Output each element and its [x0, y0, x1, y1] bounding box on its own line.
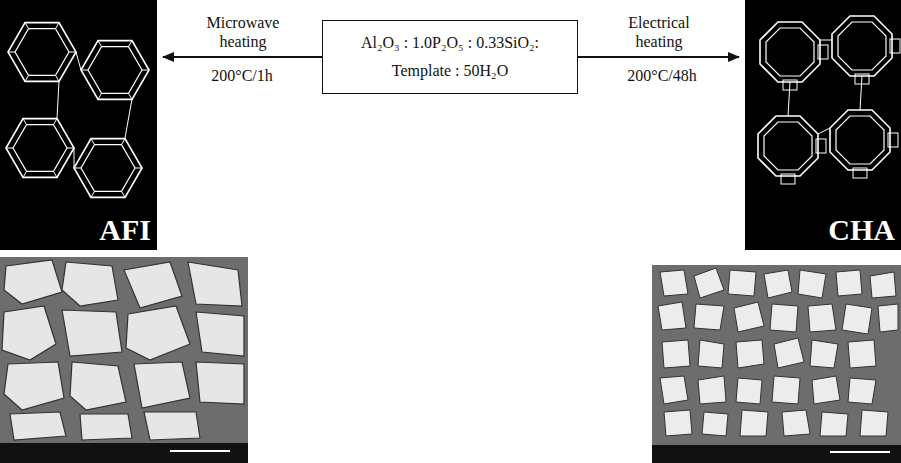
heating-method: Electrical heating	[615, 13, 703, 51]
reaction-condition: 200°C/48h	[580, 66, 744, 85]
structure-code: AFI	[97, 213, 153, 246]
process-arrow	[578, 56, 739, 58]
reaction-mixture-box: Al₂O₃ : 1.0P₂O₅ : 0.33SiO₂: Template : 50…	[322, 20, 578, 94]
structure-panel: CHA	[745, 0, 901, 250]
heating-method: Microwave heating	[199, 13, 287, 51]
reaction-condition: 200°C/1h	[163, 66, 321, 85]
template-text: Template : 50H₂O	[392, 61, 508, 81]
composition-text: Al₂O₃ : 1.0P₂O₅ : 0.33SiO₂:	[361, 33, 539, 53]
process-arrow	[163, 56, 322, 58]
structure-code: CHA	[826, 213, 897, 246]
structure-panel: AFI	[0, 0, 157, 250]
